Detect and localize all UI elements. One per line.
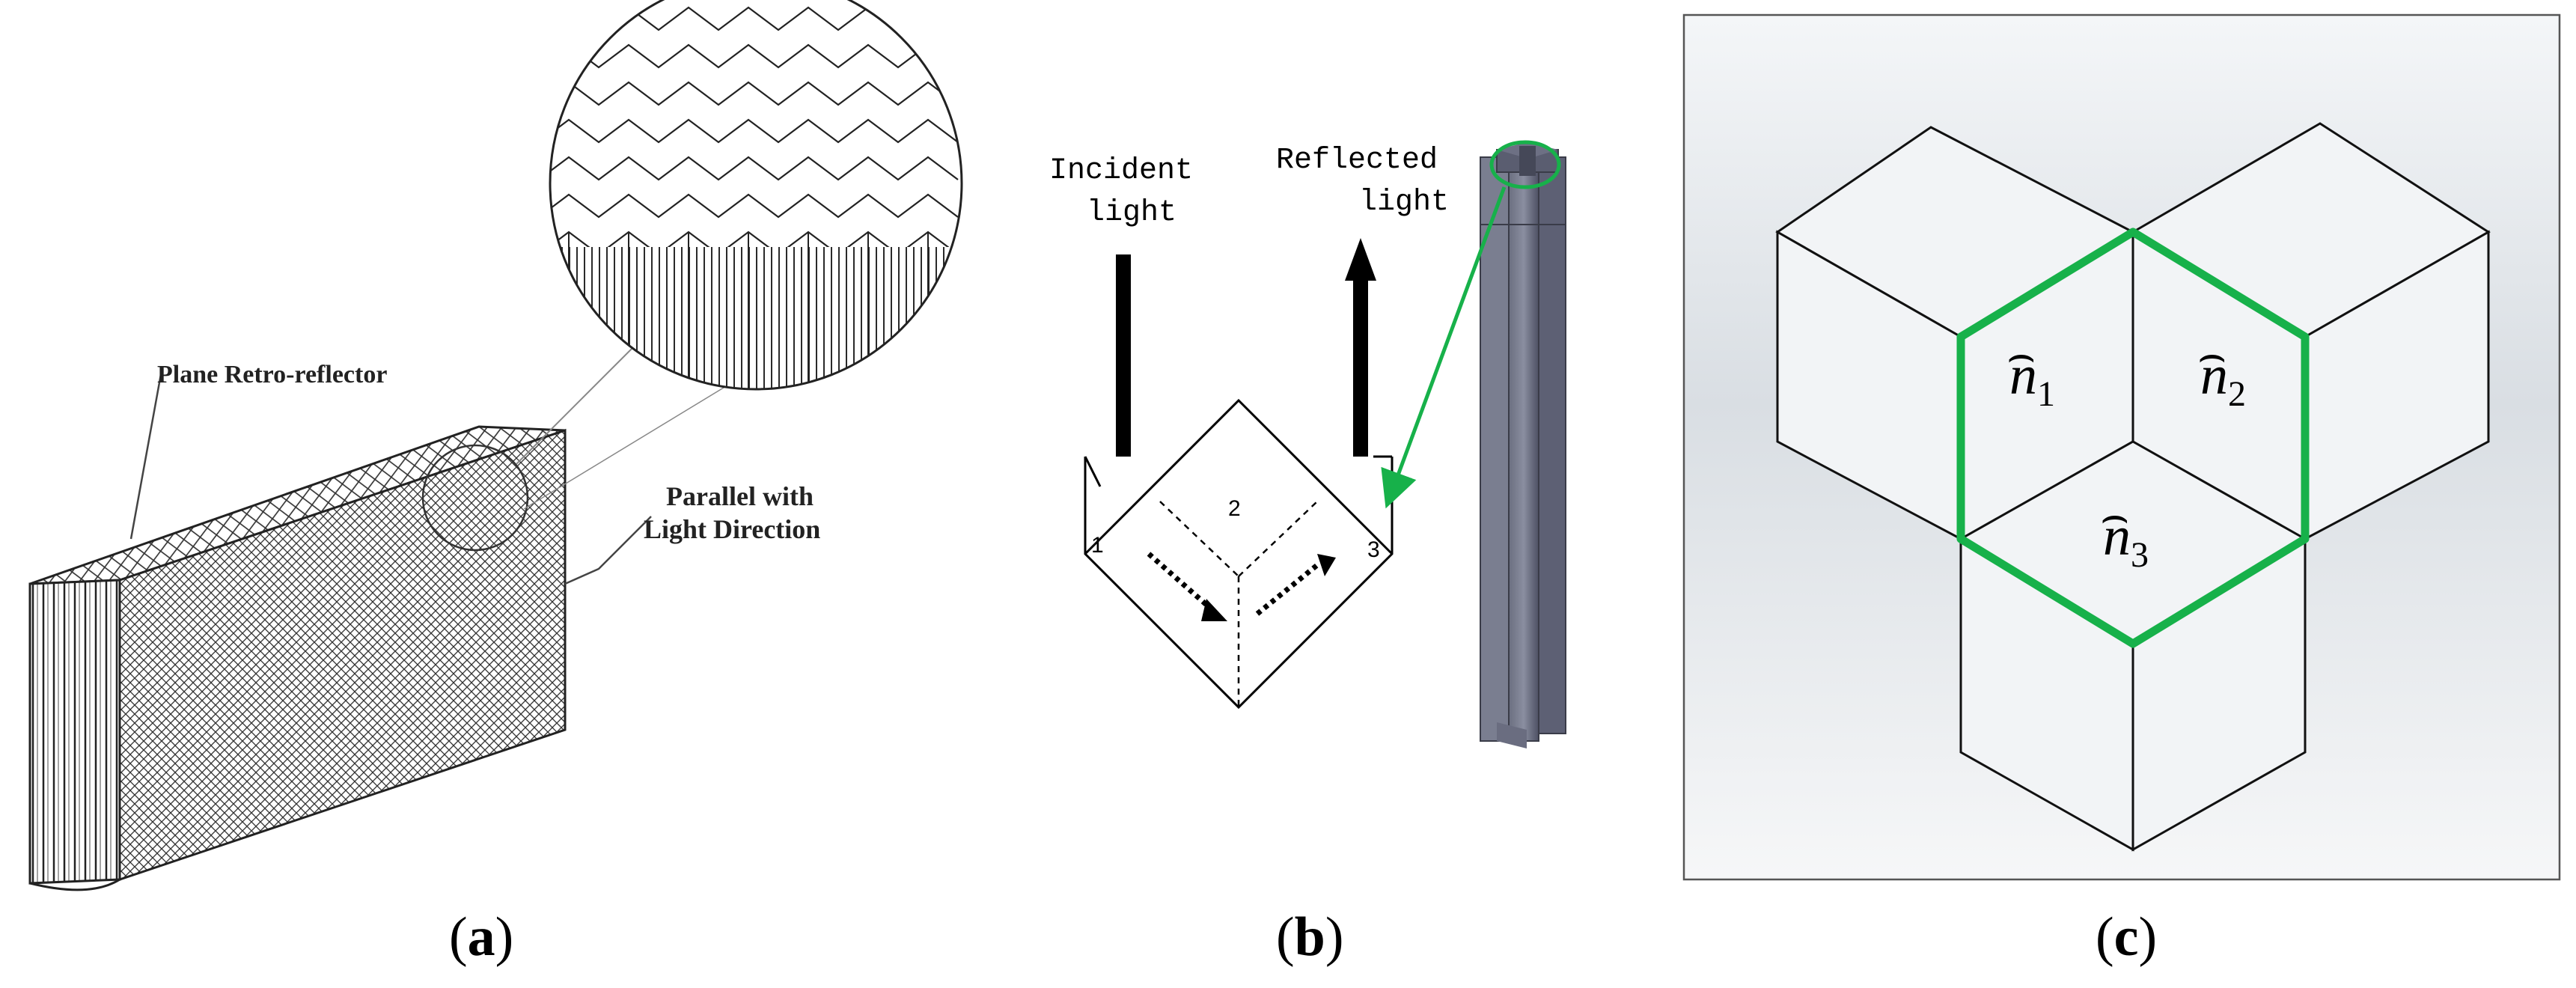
- label-plane-retro-reflector: Plane Retro-reflector: [157, 361, 388, 388]
- region-number-2: 2: [1228, 496, 1241, 521]
- region-number-1: 1: [1091, 533, 1104, 558]
- label-parallel-line-1: Parallel with: [666, 481, 814, 511]
- highlight-pointer-arrow: [1381, 186, 1507, 509]
- hexagon-cube-corner-diagram: [1682, 13, 2561, 881]
- block-front-face: [28, 579, 121, 885]
- label-reflected-2: light: [1359, 186, 1450, 219]
- corner-reflector-shape: [1084, 398, 1394, 710]
- panel-b: Incident light Reflected light 1 2 3 (b): [973, 0, 1646, 988]
- label-incident-1: Incident: [1049, 154, 1194, 188]
- normal-n2: ⌢ n2: [2197, 330, 2246, 414]
- label-incident-2: light: [1087, 196, 1177, 230]
- dashed-guides: [1159, 501, 1318, 707]
- normal-n3: ⌢ n3: [2100, 491, 2149, 575]
- caption-b: (b): [1276, 906, 1344, 968]
- magnified-detail: [550, 0, 962, 389]
- block-side-face: [118, 428, 567, 882]
- dotted-path-arrows: [1147, 552, 1319, 616]
- panel-a: Plane Retro-reflector Parallel with Ligh…: [0, 0, 973, 988]
- detail-circle-small: [421, 444, 529, 552]
- cube-corner-pillar: [1480, 142, 1566, 748]
- region-number-3: 3: [1367, 537, 1380, 562]
- magnified-circle-outline: [549, 0, 963, 391]
- label-parallel-line-2: Light Direction: [644, 514, 821, 544]
- highlight-hexagon: [1956, 228, 2310, 648]
- highlight-ellipse: [1489, 140, 1561, 189]
- normal-n1: ⌢ n1: [2006, 330, 2055, 414]
- caption-c: (c): [2096, 906, 2158, 968]
- panel-c: ⌢ n1 ⌢ n2 ⌢ n3 (c): [1646, 0, 2576, 988]
- caption-a: (a): [449, 906, 514, 968]
- retro-reflector-block-illustration: [28, 0, 963, 891]
- corner-reflector-diagram: [1084, 140, 1566, 748]
- label-reflected-1: Reflected: [1276, 144, 1438, 177]
